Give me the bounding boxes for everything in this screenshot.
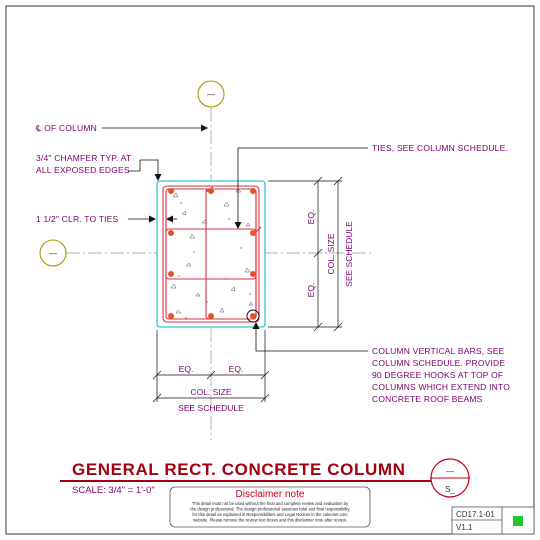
centerline-label: ℄ OF COLUMN [35, 123, 97, 133]
dim-see-schedule-horizontal: SEE SCHEDULE [178, 403, 244, 413]
dim-col-size-vertical: COL. SIZE [326, 233, 336, 274]
scale-text: SCALE: 3/4" = 1'-0" [72, 485, 155, 496]
dim-eq-right: EQ. [229, 364, 244, 374]
disclaimer-line-2: the design professional. The design prof… [190, 507, 350, 512]
drawing-title: GENERAL RECT. CONCRETE COLUMN [72, 460, 406, 479]
vertical-bars-label-line-3: 90 DEGREE HOOKS AT TOP OF [372, 370, 503, 380]
chamfer-label-line-2: ALL EXPOSED EDGES [36, 165, 130, 175]
outer-tie [162, 185, 260, 323]
disclaimer-line-4: website. Please remove the review text b… [193, 518, 347, 523]
concrete-hatch [170, 188, 254, 314]
rebar [168, 230, 174, 236]
chamfer-label-line-1: 3/4" CHAMFER TYP. AT [36, 153, 131, 163]
grid-bubble-left-label: — [49, 249, 57, 258]
vertical-bars-label-line-1: COLUMN VERTICAL BARS, SEE [372, 346, 505, 356]
leader-clearance: 1 1/2" CLR. TO TIES [36, 214, 177, 224]
rebar [168, 188, 174, 194]
vertical-bars-label-line-2: COLUMN SCHEDULE. PROVIDE [372, 358, 505, 368]
detail-version: V1.1 [456, 523, 473, 532]
rebar [208, 188, 214, 194]
sheet-border [5, 5, 535, 535]
section-marker: — S_ [430, 458, 470, 498]
dim-see-schedule-vertical: SEE SCHEDULE [344, 221, 354, 287]
title-block: CD17.1-01 V1.1 [451, 506, 535, 535]
vertical-dimensions [268, 176, 343, 332]
grid-bubble-top-label: — [207, 90, 215, 99]
vertical-bars [168, 188, 256, 319]
clearance-label: 1 1/2" CLR. TO TIES [36, 214, 119, 224]
tie-hook-2 [255, 226, 262, 233]
dim-eq-left: EQ. [179, 364, 194, 374]
rebar [250, 313, 256, 319]
vertical-bars-label-line-4: COLUMNS WHICH EXTEND INTO [372, 382, 510, 392]
leader-chamfer: 3/4" CHAMFER TYP. AT ALL EXPOSED EDGES [36, 153, 162, 181]
disclaimer-line-1: This detail must not be used without the… [192, 501, 349, 506]
column-section [156, 180, 266, 328]
disclaimer-line-3: for this detail as explained in Responsi… [192, 512, 348, 517]
rebar [250, 271, 256, 277]
ties-label: TIES, SEE COLUMN SCHEDULE. [372, 143, 508, 153]
detail-number: CD17.1-01 [456, 510, 495, 519]
section-marker-bottom: S_ [445, 485, 455, 494]
grid-bubble-top: — [197, 80, 225, 108]
dim-eq-bottom: EQ. [306, 283, 316, 298]
leader-centerline: ℄ OF COLUMN [35, 123, 208, 133]
rebar [250, 230, 256, 236]
dim-col-size-horizontal: COL. SIZE [190, 387, 231, 397]
grid-bubble-left: — [39, 239, 67, 267]
dim-eq-top: EQ. [306, 210, 316, 225]
rebar [208, 313, 214, 319]
section-marker-top: — [446, 467, 454, 476]
leader-vertical-bars: COLUMN VERTICAL BARS, SEE COLUMN SCHEDUL… [252, 322, 510, 404]
horizontal-dimensions [152, 330, 270, 403]
vertical-bars-label-line-5: CONCRETE ROOF BEAMS [372, 394, 483, 404]
disclaimer-heading: Disclaimer note [236, 489, 305, 500]
leader-ties: TIES, SEE COLUMN SCHEDULE. [234, 143, 508, 229]
status-indicator [513, 516, 523, 526]
vertical-cross-tie [205, 188, 257, 320]
rebar [250, 188, 256, 194]
rebar [168, 313, 174, 319]
rebar [168, 271, 174, 277]
concrete-dots [178, 202, 251, 319]
disclaimer-box: Disclaimer note This detail must not be … [169, 486, 371, 528]
